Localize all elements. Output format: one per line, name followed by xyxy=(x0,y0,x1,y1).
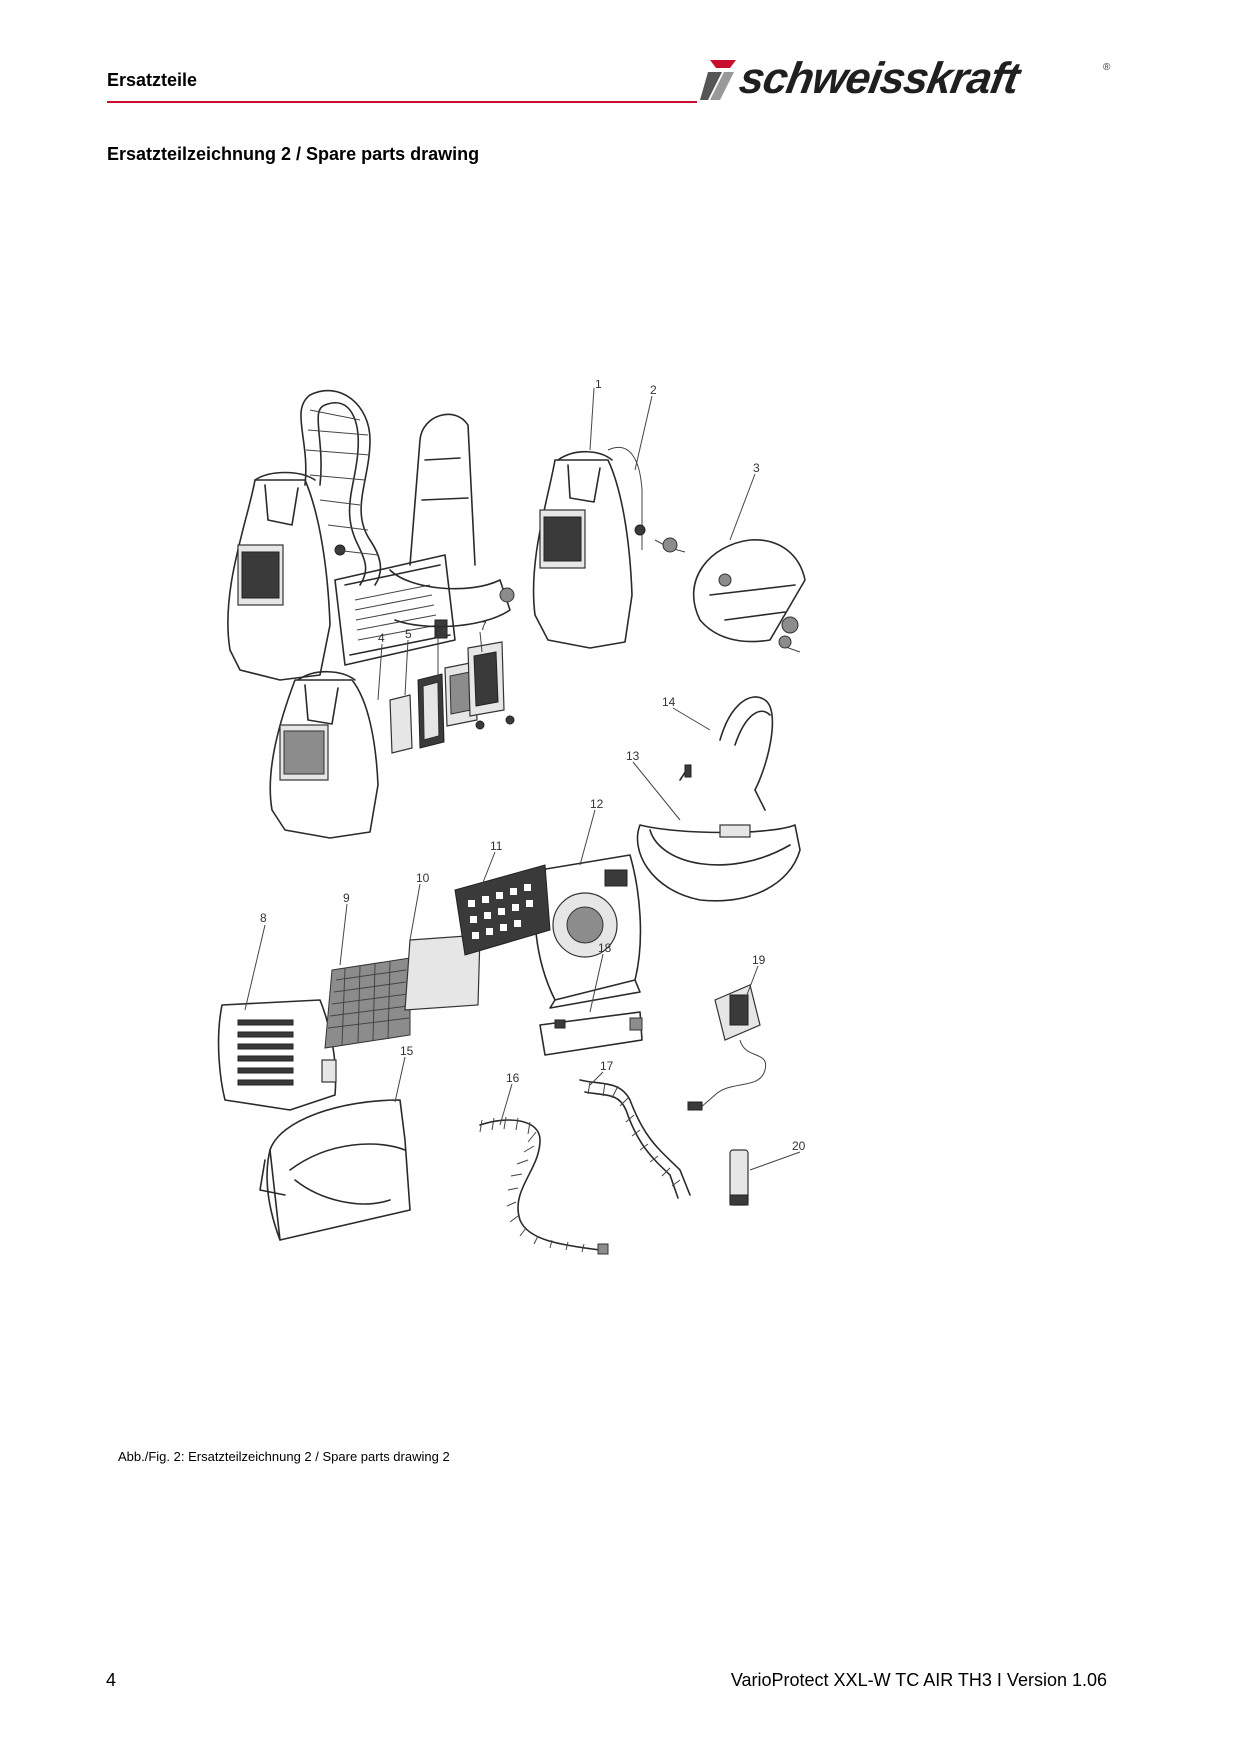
figure-caption: Abb./Fig. 2: Ersatzteilzeichnung 2 / Spa… xyxy=(118,1449,450,1464)
part-label-12: 12 xyxy=(590,797,604,811)
part-number-labels: 1 2 3 4 5 6 7 8 9 10 11 12 13 14 15 16 1… xyxy=(260,380,806,1153)
part-label-18: 18 xyxy=(598,941,612,955)
helmet-lens-assembly-illustration xyxy=(269,641,515,839)
registered-mark: ® xyxy=(1103,62,1111,73)
part-label-16: 16 xyxy=(506,1071,520,1085)
part-label-1: 1 xyxy=(595,380,602,391)
part-label-14: 14 xyxy=(662,695,676,709)
document-version: VarioProtect XXL-W TC AIR TH3 I Version … xyxy=(730,1670,1107,1690)
header-divider xyxy=(107,101,697,103)
page-header-title: Ersatzteile xyxy=(107,70,198,90)
part-label-7: 7 xyxy=(480,619,487,633)
section-title: Ersatzteilzeichnung 2 / Spare parts draw… xyxy=(107,144,480,164)
part-label-20: 20 xyxy=(792,1139,806,1153)
part-label-15: 15 xyxy=(400,1044,414,1058)
part-label-11: 11 xyxy=(490,839,503,853)
part-label-8: 8 xyxy=(260,911,267,925)
part-label-5: 5 xyxy=(405,627,412,641)
headgear-illustration xyxy=(654,537,806,653)
charger-illustration xyxy=(687,984,767,1111)
helmet-shell-illustration xyxy=(532,447,646,649)
part-label-3: 3 xyxy=(753,461,760,475)
filter-stack-illustration xyxy=(217,864,551,1111)
tube-illustration xyxy=(729,1149,749,1206)
part-label-19: 19 xyxy=(752,953,766,967)
carry-bag-illustration xyxy=(259,1099,411,1241)
strap-and-belt-illustration xyxy=(636,696,801,902)
flexible-hose-illustration xyxy=(579,1079,691,1199)
spare-parts-drawing: 1 2 3 4 5 6 7 8 9 10 11 12 13 14 15 16 1… xyxy=(217,380,806,1255)
leader-lines xyxy=(244,387,801,1171)
part-label-9: 9 xyxy=(343,891,350,905)
battery-illustration xyxy=(539,1011,643,1056)
part-label-17: 17 xyxy=(600,1059,614,1073)
brand-wordmark: schweisskraft xyxy=(735,54,1023,103)
coiled-hose-illustration xyxy=(479,1116,609,1255)
part-label-13: 13 xyxy=(626,749,640,763)
part-label-4: 4 xyxy=(378,631,385,645)
page-number: 4 xyxy=(106,1670,117,1690)
part-label-2: 2 xyxy=(650,383,657,397)
part-label-10: 10 xyxy=(416,871,430,885)
schweisskraft-logo: schweisskraft ® xyxy=(700,54,1120,104)
part-label-6: 6 xyxy=(435,625,442,639)
logo-mark-icon xyxy=(700,60,736,100)
assembled-helmet-system-illustration xyxy=(227,389,515,681)
blower-housing-illustration xyxy=(534,854,642,1009)
